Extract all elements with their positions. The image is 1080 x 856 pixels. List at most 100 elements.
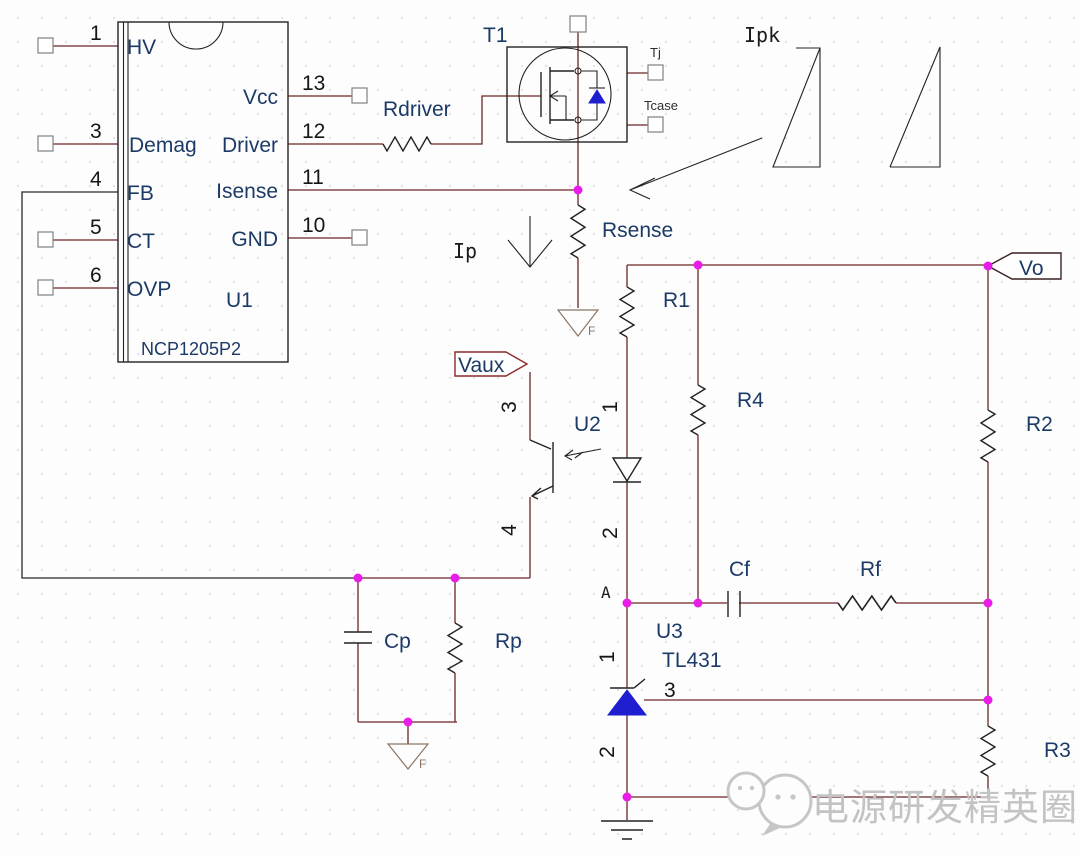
capacitors [344, 591, 741, 644]
pin-num-3: 3 [90, 120, 102, 143]
opto-light-arrow-icon [564, 448, 602, 461]
grounds: F F [386, 309, 653, 840]
cf-capacitor [727, 591, 741, 617]
junction-dot [622, 598, 632, 608]
rp-label: Rp [495, 630, 522, 653]
u2-pin3: 3 [498, 401, 521, 413]
pin-label-ovp: OVP [127, 278, 171, 301]
pin-label-vcc: Vcc [243, 86, 278, 109]
rsense-resistor [570, 204, 586, 259]
pin-num-10: 10 [302, 214, 325, 237]
optocoupler-u2: U2 3 4 1 2 [498, 401, 643, 539]
pin-num-1: 1 [90, 22, 102, 45]
ic-u1-notch [168, 21, 224, 50]
t1-ref: T1 [483, 24, 508, 47]
u3-part: TL431 [662, 649, 722, 672]
t1-body-box [506, 46, 628, 143]
ic-u1-inner-lines [122, 22, 129, 362]
ipk-waveform-1 [772, 47, 821, 168]
ipk-label: Ipk [744, 23, 780, 47]
ipk-waveform-2 [889, 46, 941, 168]
terminal-pad [37, 135, 54, 152]
pin-num-12: 12 [302, 120, 325, 143]
t1-tcase-label: Tcase [644, 98, 678, 113]
ic-u1-body [117, 21, 289, 363]
r3-label: R3 [1044, 739, 1071, 762]
junction-dot [693, 598, 703, 608]
u2-ref: U2 [574, 413, 601, 436]
annotations-group: Ipk Ip [453, 23, 941, 268]
r4-label: R4 [737, 389, 764, 412]
ic-u1: HV Demag FB CT OVP Vcc Driver Isense GND… [90, 21, 325, 363]
rsense-label: Rsense [602, 219, 673, 242]
rsense-ground-icon [556, 309, 600, 337]
junction-dot [983, 695, 993, 705]
ipk-pointer-arrow [628, 137, 763, 200]
pin-num-4: 4 [90, 168, 102, 191]
u2-pin2: 2 [599, 527, 622, 539]
opto-led-icon [611, 457, 643, 483]
r1-resistor [619, 286, 635, 338]
u2-pin1: 1 [599, 401, 622, 413]
r4-resistor [690, 384, 706, 436]
u3-anode-label: A [601, 583, 611, 602]
pin-num-11: 11 [302, 166, 324, 189]
ground-f-label: F [588, 324, 595, 338]
pin-label-hv: HV [127, 36, 156, 59]
vo-label: Vo [1019, 257, 1044, 280]
cp-ground-icon [386, 743, 430, 770]
junction-dot [403, 717, 413, 727]
u2-pin4: 4 [498, 524, 521, 536]
terminal-pads [37, 15, 664, 296]
pin-num-5: 5 [90, 216, 102, 239]
terminal-pad [37, 279, 54, 296]
terminal-pad [351, 229, 368, 246]
junction-dot [983, 261, 993, 271]
junction-dot [622, 792, 632, 802]
t1-circle [518, 47, 612, 141]
t1-tj-label: Tj [650, 45, 661, 60]
watermark-text: 电源研发精英圈 [812, 787, 1078, 828]
u3-pin1: 1 [596, 651, 619, 663]
mosfet-t1: T1 Tj Tcase [483, 24, 678, 143]
terminal-pad [37, 37, 54, 54]
junction-dots [353, 185, 993, 802]
terminal-pad-tcase [647, 116, 664, 133]
junction-dot [573, 185, 583, 195]
terminal-pad [351, 87, 368, 104]
rdriver-label: Rdriver [383, 98, 451, 121]
u3-pin3: 3 [664, 679, 676, 702]
rdriver-resistor [382, 136, 432, 152]
junction-dot [983, 598, 993, 608]
rf-label: Rf [860, 558, 881, 581]
junction-dot [353, 573, 363, 583]
pin-label-driver: Driver [222, 134, 278, 157]
ic-u1-ref: U1 [226, 289, 253, 312]
terminal-pad [569, 15, 587, 33]
body-diode-icon [588, 89, 606, 104]
r1-label: R1 [663, 289, 690, 312]
pin-label-ct: CT [127, 230, 155, 253]
ic-u1-part: NCP1205P2 [141, 339, 241, 359]
pin-label-isense: Isense [216, 180, 278, 203]
wechat-icon-tail [762, 824, 780, 836]
pin-label-demag: Demag [129, 134, 197, 157]
wechat-icon [757, 773, 813, 829]
tl431-icon [606, 689, 648, 716]
pin-num-13: 13 [302, 72, 325, 95]
cp-capacitor [344, 631, 372, 644]
junction-dot [693, 260, 703, 270]
shunt-regulator-u3: U3 TL431 A 1 2 3 [596, 583, 722, 758]
r2-resistor [980, 409, 996, 463]
net-flags: Vo Vaux [454, 252, 1062, 377]
ground-f-label: F [419, 757, 426, 771]
vo-flag [986, 252, 1062, 280]
r2-label: R2 [1026, 413, 1053, 436]
pin-num-6: 6 [90, 264, 102, 287]
ip-label: Ip [453, 239, 477, 263]
ip-arrow-icon [507, 216, 553, 268]
watermark: 电源研发精英圈 [726, 771, 1078, 836]
vaux-label: Vaux [458, 354, 505, 377]
